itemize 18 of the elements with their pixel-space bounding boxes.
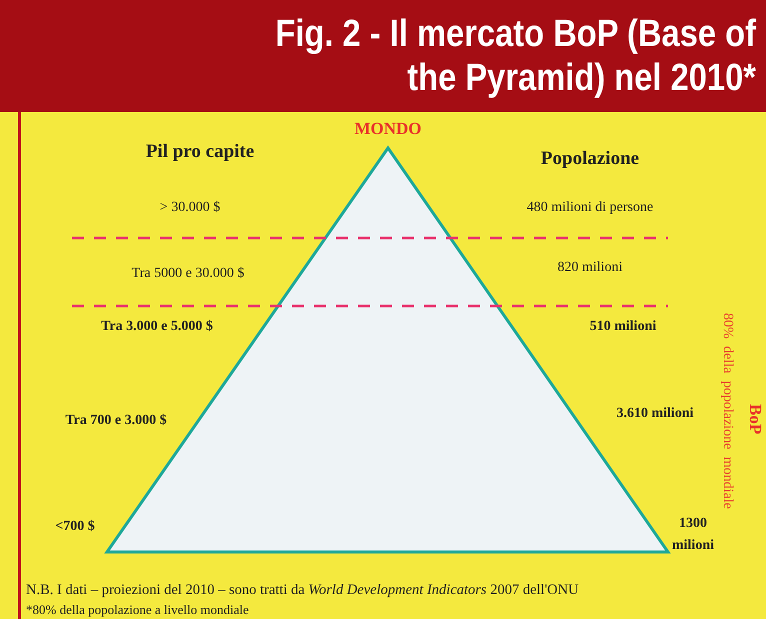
footnote: *80% della popolazione a livello mondiale [26,602,249,618]
population-label: 1300 milioni [670,515,715,555]
income-label: > 30.000 $ [160,200,220,216]
income-label: Tra 3.000 e 5.000 $ [101,319,213,335]
income-label: <700 $ [55,519,95,535]
population-label: 3.610 milioni [616,406,694,422]
pyramid-heading: MONDO [353,119,423,139]
column-heading: Pil pro capite [146,141,254,163]
income-label: Tra 5000 e 30.000 $ [132,266,244,282]
population-label: 510 milioni [590,319,656,335]
footnote: N.B. I dati – proiezioni del 2010 – sono tratti da World Development Indicators 2007 dell'ONU [26,582,579,599]
column-heading: Popolazione [540,148,640,170]
population-label: 820 milioni [558,260,622,276]
vertical-note: 80% della popolazione mondiale [719,313,735,509]
income-label: Tra 700 e 3.000 $ [65,413,167,429]
vertical-note: BoP [745,404,765,434]
population-label: 480 milioni di persone [526,200,654,216]
title: Fig. 2 - Il mercato BoP (Base of the Pyramid) nel 2010* [274,12,756,100]
